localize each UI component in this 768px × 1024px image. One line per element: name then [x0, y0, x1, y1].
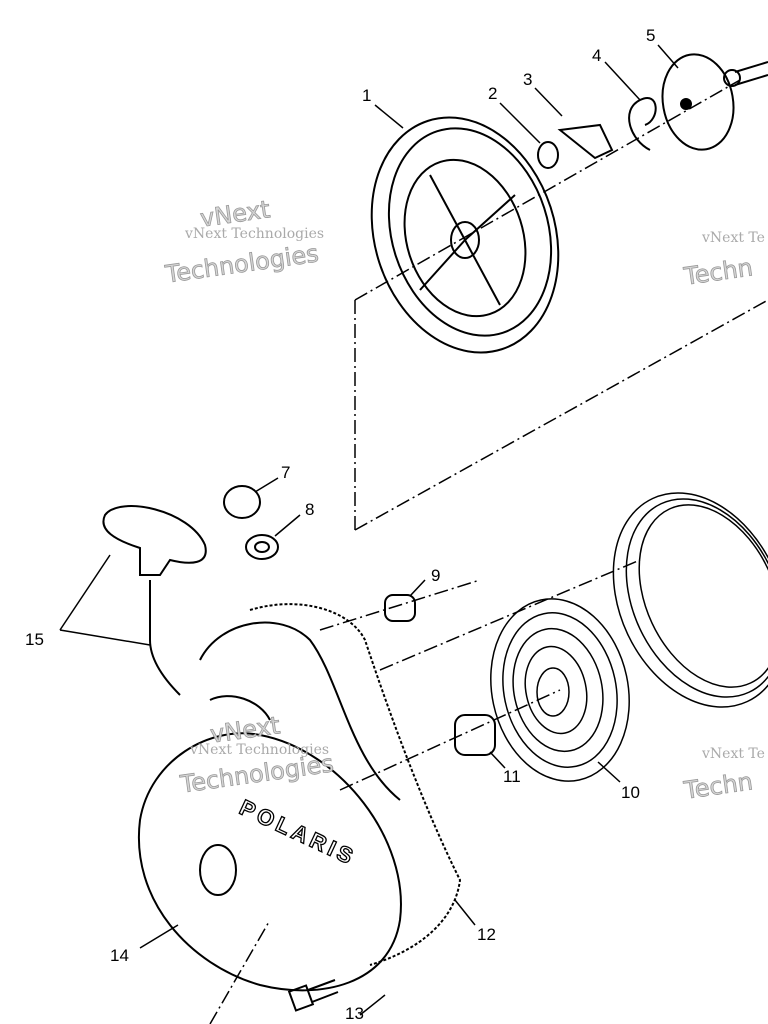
callout-1: 1 [362, 86, 372, 105]
callout-8: 8 [305, 500, 315, 519]
bolt-top [734, 61, 768, 86]
watermark-text: vNext Te [702, 746, 765, 762]
callout-leaders [59, 44, 679, 1016]
part-3-pawl [557, 123, 614, 160]
part-11-bushing [454, 714, 496, 756]
callout-11: 11 [503, 767, 521, 786]
washer-hole [254, 541, 270, 553]
part-13-bolt [287, 979, 339, 1012]
part-5-plate [661, 53, 735, 151]
callout-13-partial: 13 [345, 1004, 364, 1023]
part-9-bushing [384, 594, 416, 622]
assembly-axis-lines [209, 79, 768, 1024]
part-8-washer [245, 534, 279, 560]
callout-9: 9 [431, 566, 441, 585]
callout-14: 14 [110, 946, 129, 965]
bolt-top-washer [723, 69, 741, 87]
part-10-recoil-spring [490, 598, 630, 782]
part-4-clip [628, 97, 657, 151]
callout-15: 15 [25, 630, 44, 649]
callout-2: 2 [488, 84, 498, 103]
watermark-text: vNext Technologies [185, 226, 325, 242]
part-15-starter-handle [102, 505, 207, 696]
watermark-text: vNext Technologies [190, 742, 330, 758]
callout-10: 10 [621, 783, 640, 802]
part-14-starter-housing [137, 621, 402, 992]
part-1-pulley [370, 116, 560, 354]
starter-rope-coil [612, 492, 768, 708]
callout-7: 7 [281, 463, 291, 482]
part-7-plug [223, 485, 261, 519]
callout-12: 12 [477, 925, 496, 944]
callout-4: 4 [592, 46, 602, 65]
callout-3: 3 [523, 70, 533, 89]
watermark-text: vNext Te [702, 230, 765, 246]
plate-center-hole [680, 98, 692, 110]
part-12-gasket [249, 603, 462, 966]
callout-5: 5 [646, 26, 656, 45]
part-2-spring [537, 141, 559, 169]
